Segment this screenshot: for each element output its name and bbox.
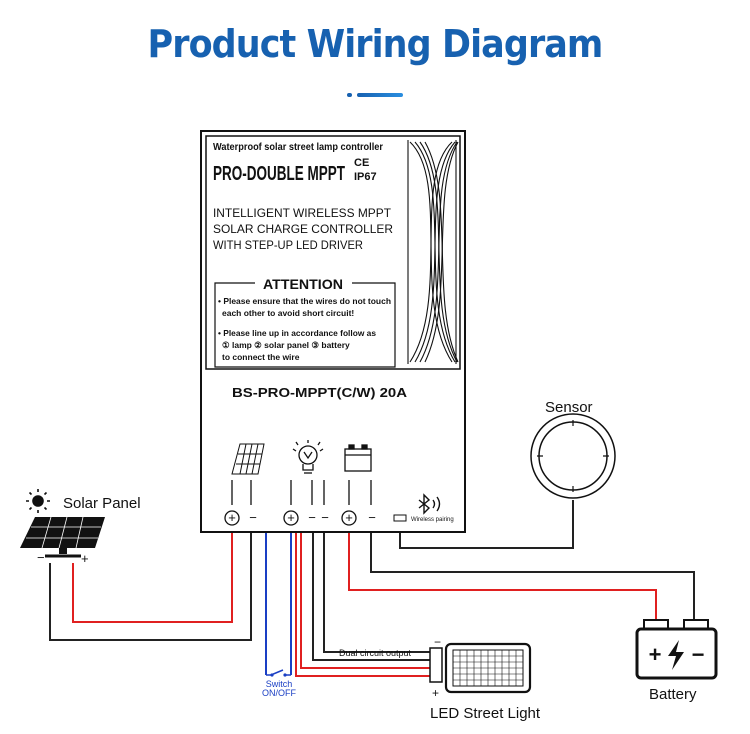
controller-subtitle: Waterproof solar street lamp controller: [213, 141, 383, 153]
ribbon-graphic: [404, 138, 459, 366]
battery-icon: [344, 444, 372, 472]
terminal-leads: [231, 480, 372, 505]
model-number: BS-PRO-MPPT(C/W) 20A: [232, 385, 408, 400]
terminal-sign: −: [321, 510, 329, 525]
attention-frame: [214, 282, 396, 368]
wire-sensor: [399, 500, 574, 549]
terminal-led-positive: [283, 510, 299, 526]
attention-line-5: to connect the wire: [222, 352, 300, 362]
sensor-label: Sensor: [545, 399, 593, 416]
wire-led-negative-2: [323, 530, 430, 653]
terminal-row: + − + − − + −: [224, 510, 376, 526]
ce-mark: CE: [354, 157, 369, 169]
terminal-sign: +: [345, 510, 353, 525]
led-plus-label: +: [432, 686, 439, 700]
terminal-battery-positive: [341, 510, 357, 526]
wireless-pairing-label: Wireless pairing: [411, 517, 454, 523]
solar-panel: Solar Panel − +: [20, 489, 141, 566]
battery-plus-sign: +: [649, 642, 662, 667]
attention-line-3: • Please line up in accordance follow as: [218, 328, 376, 338]
wire-led-positive-1: [295, 530, 430, 677]
wire-battery-negative: [370, 530, 695, 620]
switch: Switch ON/OFF: [262, 669, 296, 698]
title-accent: [347, 93, 403, 97]
wire-solar-negative: [49, 530, 252, 641]
terminal-sign: +: [228, 510, 236, 525]
terminal-sign: +: [287, 510, 295, 525]
solar-panel-label: Solar Panel: [63, 495, 141, 512]
terminal-sign: −: [368, 510, 376, 525]
battery-label: Battery: [649, 686, 697, 703]
battery-minus-sign: −: [692, 642, 705, 667]
battery: + − Battery: [635, 619, 718, 703]
desc-line-2: SOLAR CHARGE CONTROLLER: [213, 222, 393, 236]
dual-output-label: Dual circuit output: [339, 648, 412, 658]
attention-line-1: • Please ensure that the wires do not to…: [218, 296, 391, 306]
solar-plus-label: +: [81, 551, 89, 566]
solar-minus-label: −: [37, 550, 45, 565]
solar-panel-body: [20, 517, 105, 548]
sensor: Sensor: [530, 399, 616, 499]
controller-box: Waterproof solar street lamp controller …: [200, 130, 466, 533]
terminal-solar-positive: [224, 510, 240, 526]
lightning-icon: [668, 640, 684, 670]
led-minus-label: −: [434, 635, 441, 649]
led-street-light-label: LED Street Light: [430, 705, 541, 722]
controller-brand: PRO-DOUBLE MPPT: [213, 163, 345, 185]
sun-icon: [26, 489, 50, 513]
attention-line-2: each other to avoid short circuit!: [222, 308, 354, 318]
attention-title: ATTENTION: [263, 276, 343, 292]
switch-label-line2: ON/OFF: [262, 688, 296, 698]
ip-rating: IP67: [354, 171, 377, 183]
terminal-sign: −: [249, 510, 257, 525]
led-street-light: Dual circuit output − + LED Street Light: [339, 635, 541, 722]
solar-panel-icon: [231, 443, 265, 475]
wire-led-positive-2: [300, 530, 430, 669]
desc-line-1: INTELLIGENT WIRELESS MPPT: [213, 206, 392, 220]
desc-line-3: WITH STEP-UP LED DRIVER: [213, 238, 363, 252]
bluetooth-icon: [418, 493, 441, 515]
terminal-sign: −: [308, 510, 316, 525]
sensor-port-icon: [393, 514, 407, 522]
wire-battery-positive: [348, 530, 657, 620]
wires: [49, 500, 695, 677]
light-bulb-icon: [292, 440, 324, 474]
diagram-title: Product Wiring Diagram: [147, 22, 604, 66]
wire-led-negative-1: [312, 530, 430, 661]
wire-solar-positive: [72, 530, 233, 623]
switch-label-line1: Switch: [266, 679, 293, 689]
attention-line-4: ① lamp ② solar panel ③ battery: [222, 340, 350, 350]
